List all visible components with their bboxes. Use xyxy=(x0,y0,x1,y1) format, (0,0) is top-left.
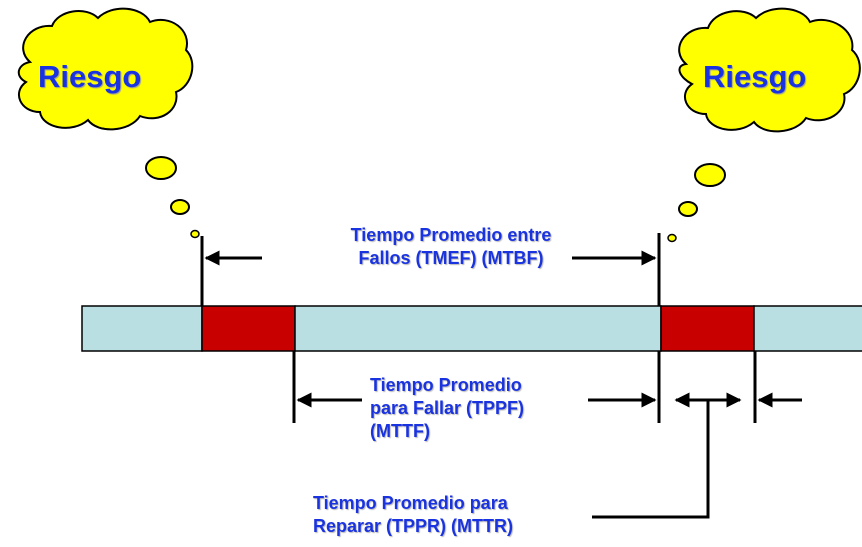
thought-bubble-small xyxy=(667,233,677,243)
cloud-shape-right xyxy=(678,7,861,133)
mtbf-label-line2: Fallos (TMEF) (MTBF) xyxy=(358,248,544,268)
mttr-dimension xyxy=(592,351,802,519)
risk-label-left: Riesgo xyxy=(38,59,142,94)
risk-cloud-right xyxy=(667,7,861,243)
mtbf-dimension xyxy=(200,233,661,306)
thought-bubble-large xyxy=(145,156,177,180)
mttf-label-line1: Tiempo Promedio xyxy=(370,375,522,395)
operating-segment-3 xyxy=(753,305,862,352)
thought-bubble-medium xyxy=(678,201,698,217)
mtbf-label: Tiempo Promedio entre Fallos (TMEF) (MTB… xyxy=(310,224,592,270)
risk-label-right: Riesgo xyxy=(703,59,807,94)
operating-segment-2 xyxy=(294,305,662,352)
thought-bubble-large xyxy=(694,163,726,187)
operating-segment-1 xyxy=(81,305,203,352)
failure-segment-1 xyxy=(201,305,296,352)
mttf-label-line2: para Fallar (TPPF) xyxy=(370,398,525,418)
mttr-label-line1: Tiempo Promedio para xyxy=(313,493,508,513)
mttf-dimension xyxy=(292,351,661,423)
mttf-label-line3: (MTTF) xyxy=(370,421,430,441)
cloud-shape-left xyxy=(17,7,194,131)
timeline-bar xyxy=(81,305,862,352)
failure-segment-2 xyxy=(660,305,755,352)
mttr-label: Tiempo Promedio para Reparar (TPPR) (MTT… xyxy=(313,492,513,538)
mttf-label: Tiempo Promedio para Fallar (TPPF) (MTTF… xyxy=(370,374,524,443)
thought-bubble-medium xyxy=(170,199,190,215)
mttr-label-line2: Reparar (TPPR) (MTTR) xyxy=(313,516,514,536)
risk-cloud-left xyxy=(17,7,200,239)
mtbf-label-line1: Tiempo Promedio entre xyxy=(350,225,552,245)
mttr-leader-line xyxy=(592,400,710,519)
thought-bubble-small xyxy=(190,229,200,239)
